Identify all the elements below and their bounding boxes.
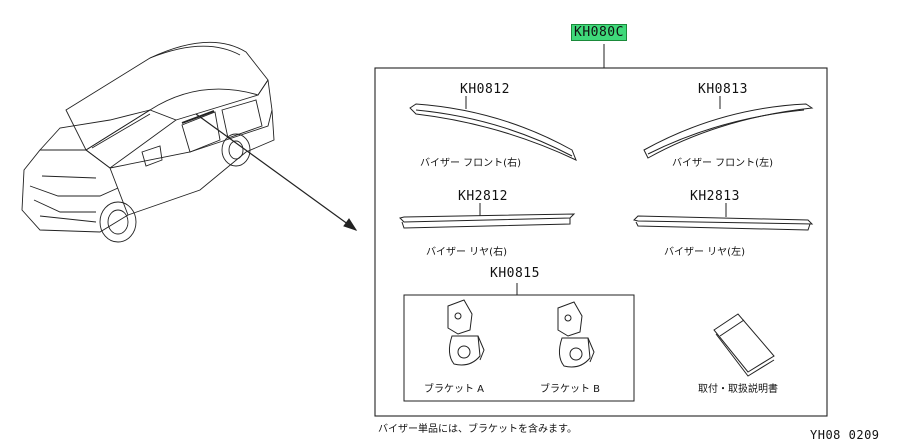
part-name-manual: 取付・取扱説明書 [698,384,778,395]
part-name-bracket-a: ブラケット A [424,384,485,395]
part-name-rear-right: バイザー リヤ(右) [426,247,507,258]
visor-rear-left-drawing [633,215,814,231]
leader-arrow [195,113,357,231]
visor-rear-right-drawing [399,213,576,229]
bracket-box [403,294,635,402]
arrow-head [343,218,358,231]
figure-id: YH08 0209 [810,428,880,442]
visor-front-right-drawing [409,103,577,161]
part-code-rear-right: KH2812 [458,189,508,204]
visor-front-left-drawing [643,103,814,159]
part-name-front-right: バイザー フロント(右) [420,158,521,169]
footnote: バイザー単品には、ブラケットを含みます。 [378,424,577,435]
manual-drawing [713,313,775,377]
part-name-rear-left: バイザー リヤ(左) [664,247,745,258]
part-code-rear-left: KH2813 [690,189,740,204]
part-code-front-right: KH0812 [460,82,510,97]
part-name-bracket-b: ブラケット B [540,384,601,395]
kit-code-label[interactable]: KH080C [571,24,627,41]
part-code-front-left: KH0813 [698,82,748,97]
part-name-front-left: バイザー フロント(左) [672,158,773,169]
bracket-a-drawing [447,299,485,366]
kit-box [374,67,828,417]
bracket-b-drawing [557,301,595,368]
part-code-brackets: KH0815 [490,266,540,281]
vehicle-illustration [21,41,275,243]
